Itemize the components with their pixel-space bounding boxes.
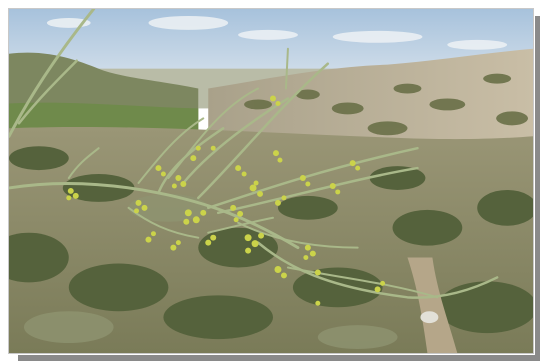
photo-svg (9, 9, 533, 353)
flower-clusters (66, 95, 386, 306)
white-rock (420, 311, 439, 324)
plant-stems (9, 9, 499, 299)
landscape-photo (8, 8, 534, 354)
frame-shadow-right (535, 16, 540, 361)
frame-shadow-bottom (18, 355, 540, 361)
dirt-path (407, 257, 458, 353)
scrub-bushes (9, 146, 533, 340)
hillside-scrub (244, 73, 529, 136)
